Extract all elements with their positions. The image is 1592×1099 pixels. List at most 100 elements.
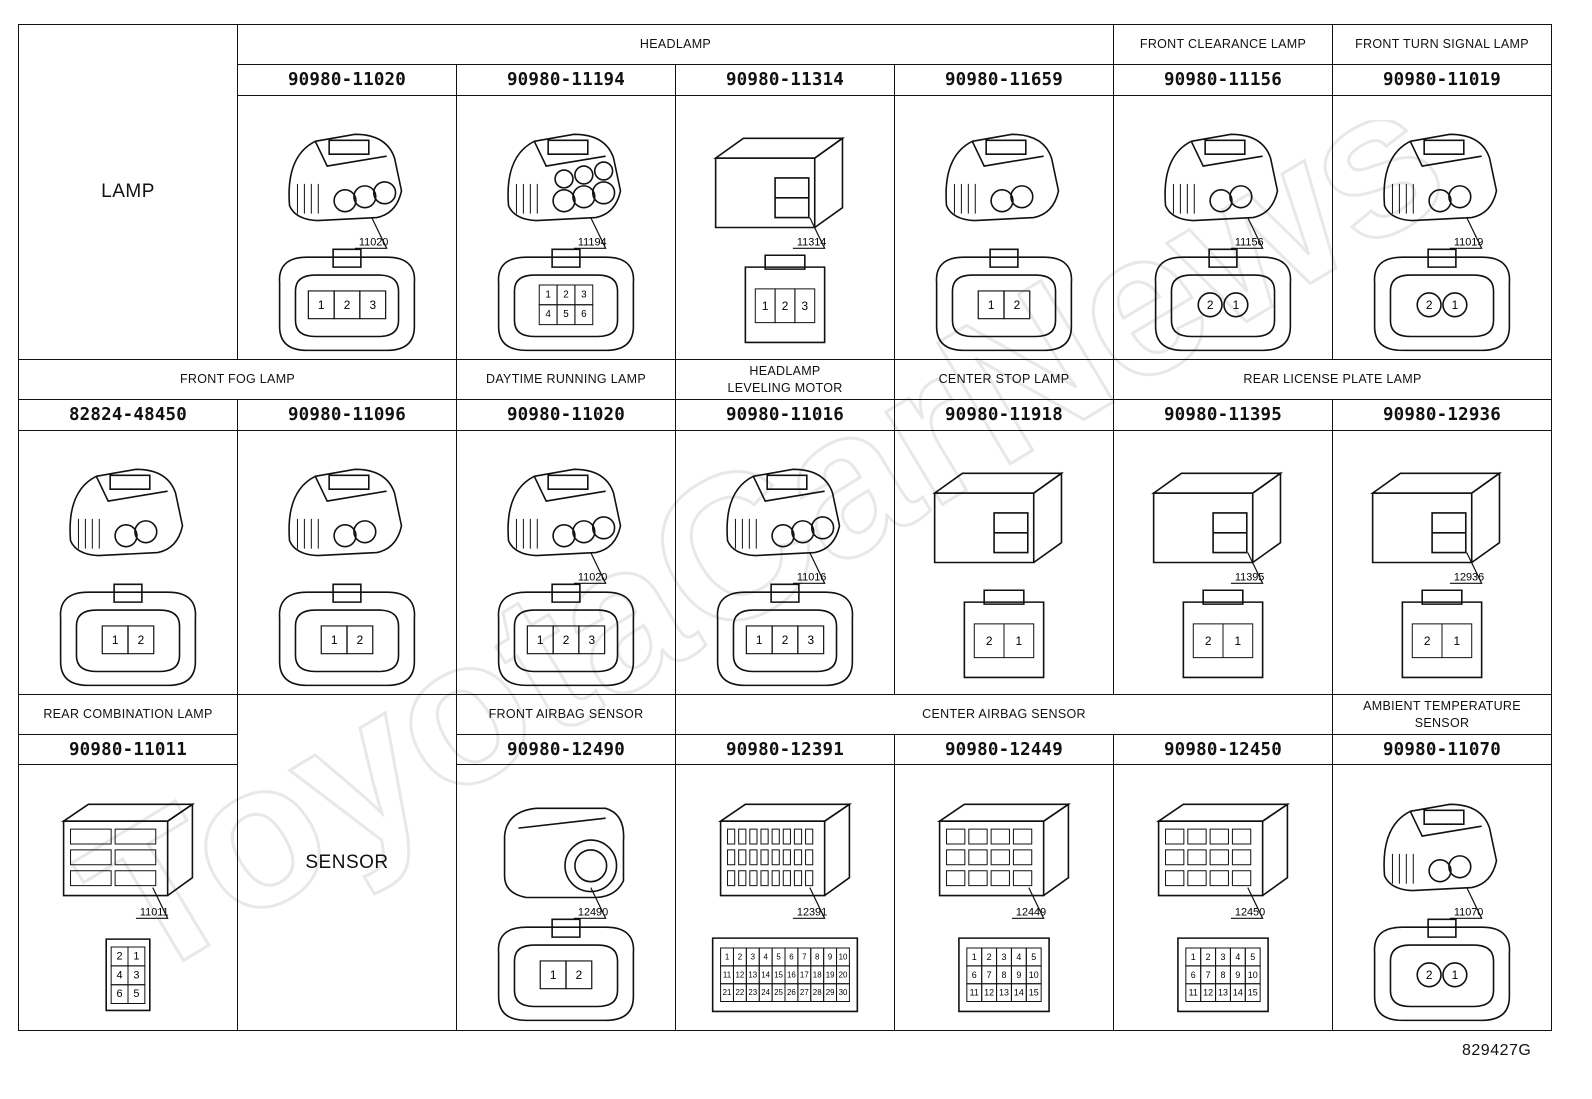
pin-number: 1	[762, 299, 769, 313]
pin-number: 5	[133, 988, 139, 1000]
pin-number: 2	[1426, 298, 1433, 312]
pin-number: 3	[751, 952, 756, 961]
group-header-front-fog-lamp: FRONT FOG LAMP	[18, 359, 457, 400]
pin-number: 4	[1016, 952, 1021, 962]
part-number-90980-11016: 90980-11016	[675, 399, 895, 431]
pin-number: 9	[828, 952, 833, 961]
pin-number: 9	[1235, 970, 1240, 980]
connector-body-drawing: 11156	[1165, 134, 1277, 248]
pin-number: 1	[537, 633, 544, 647]
callout-label: 12391	[797, 906, 827, 918]
part-number-90980-11314: 90980-11314	[675, 64, 895, 96]
pin-number: 28	[813, 988, 822, 997]
pin-number: 7	[987, 970, 992, 980]
pin-number: 14	[1014, 988, 1024, 998]
pin-number: 12	[984, 988, 994, 998]
part-number-90980-12936-text: 90980-12936	[1382, 405, 1502, 425]
part-number-90980-12490: 90980-12490	[456, 734, 676, 765]
pin-number: 26	[787, 988, 796, 997]
callout-label: 11314	[797, 236, 826, 248]
pin-number: 1	[1452, 298, 1459, 312]
pin-number: 12	[736, 970, 745, 979]
callout-label: 11194	[578, 236, 607, 248]
part-number-90980-11020: 90980-11020	[456, 399, 676, 431]
connector-body-drawing: 12391	[721, 804, 850, 918]
callout-label: 12936	[1454, 571, 1484, 583]
group-header-front-airbag-sensor: FRONT AIRBAG SENSOR	[456, 694, 676, 735]
pin-number: 2	[782, 633, 789, 647]
row-label-lamp-text: LAMP	[101, 181, 155, 202]
pin-number: 30	[839, 988, 848, 997]
pin-number: 8	[1221, 970, 1226, 980]
part-number-90980-11194-text: 90980-11194	[506, 70, 626, 90]
pin-number: 2	[117, 950, 123, 962]
pin-number: 21	[723, 988, 732, 997]
pin-number: 1	[1454, 634, 1461, 648]
group-header-center-stop-lamp: CENTER STOP LAMP	[894, 359, 1114, 400]
pin-number: 8	[1002, 970, 1007, 980]
group-header-headlamp-leveling-motor: HEADLAMP LEVELING MOTOR	[675, 359, 895, 400]
pin-number: 2	[1424, 634, 1431, 648]
callout-label: 11019	[1454, 236, 1483, 248]
row-label-lamp: LAMP	[18, 24, 238, 360]
pin-number: 1	[545, 289, 551, 300]
part-number-90980-11194: 90980-11194	[456, 64, 676, 96]
pin-number: 8	[815, 952, 820, 961]
pin-number: 3	[588, 633, 595, 647]
pin-number: 11	[1189, 988, 1198, 998]
part-number-90980-11314-text: 90980-11314	[725, 70, 845, 90]
drawing-number: 829427G	[1462, 1042, 1532, 1059]
pin-number: 3	[807, 633, 814, 647]
group-header-center-airbag-sensor: CENTER AIRBAG SENSOR	[675, 694, 1333, 735]
pin-number: 4	[1235, 952, 1240, 962]
pin-number: 20	[839, 970, 848, 979]
group-header-headlamp-text: HEADLAMP	[639, 37, 712, 51]
pin-number: 3	[802, 299, 809, 313]
connector-body-drawing: 11011	[64, 804, 193, 918]
connector-face-drawing: 1 2 3	[498, 584, 633, 685]
part-number-90980-11096-text: 90980-11096	[287, 405, 407, 425]
pin-number: 1	[1235, 634, 1242, 648]
connector-body-drawing: 12490	[505, 808, 624, 918]
pin-number: 15	[1029, 988, 1039, 998]
pin-number: 9	[1016, 970, 1021, 980]
pin-number: 2	[987, 952, 992, 962]
connector-body-drawing	[935, 473, 1062, 562]
pin-number: 1	[988, 298, 995, 312]
connector-body-drawing: 12936	[1373, 473, 1500, 583]
pin-number: 1	[1233, 298, 1240, 312]
pin-number: 10	[839, 952, 848, 961]
part-number-90980-11020-text: 90980-11020	[287, 70, 407, 90]
pin-number: 4	[117, 969, 123, 981]
pin-number: 3	[581, 289, 587, 300]
pin-number: 2	[138, 633, 145, 647]
callout-label: 11011	[140, 906, 169, 918]
pin-number: 2	[563, 633, 570, 647]
pin-number: 14	[761, 970, 770, 979]
pin-number: 1	[133, 950, 139, 962]
part-number-90980-12391-text: 90980-12391	[725, 739, 845, 760]
pin-number: 7	[802, 952, 806, 961]
connector-body-drawing	[946, 134, 1058, 220]
